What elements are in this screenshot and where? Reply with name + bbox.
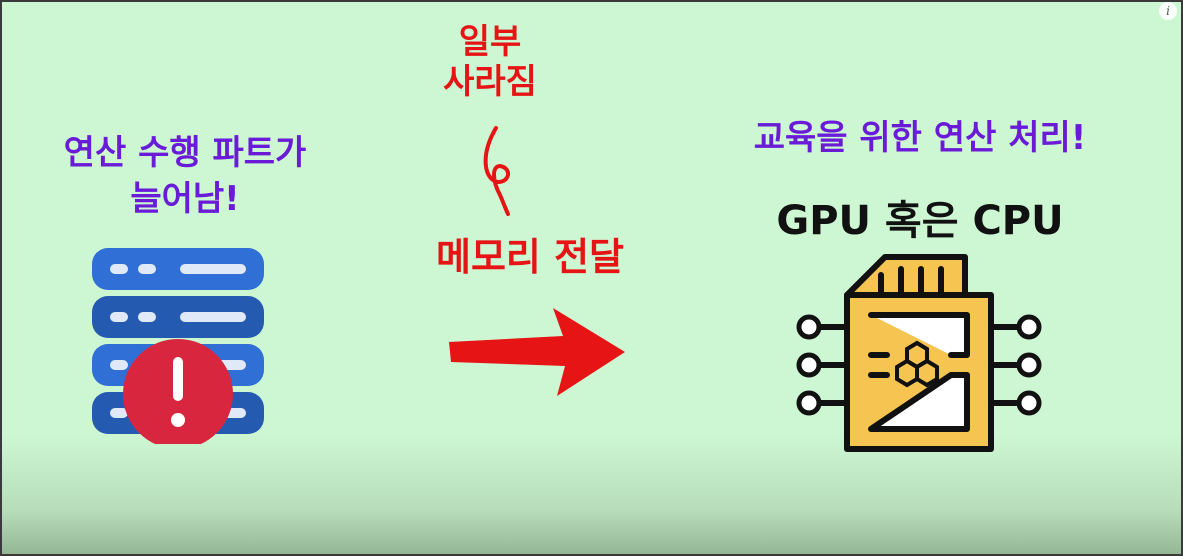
middle-note-line1: 일부 bbox=[458, 22, 522, 62]
middle-note-line2: 사라짐 bbox=[443, 62, 537, 102]
left-title-line1: 연산 수행 파트가 bbox=[63, 133, 307, 173]
left-title: 연산 수행 파트가 늘어남! bbox=[20, 130, 350, 222]
squiggle-mark bbox=[483, 126, 510, 216]
right-title: 교육을 위한 연산 처리! bbox=[753, 118, 1087, 158]
info-icon[interactable]: i bbox=[1159, 2, 1177, 20]
chip-icon bbox=[796, 254, 1042, 452]
memory-transfer-label: 메모리 전달 bbox=[435, 235, 625, 279]
server-warning-icon bbox=[92, 248, 264, 444]
right-subtitle: GPU 혹은 CPU bbox=[776, 198, 1064, 244]
middle-note: 일부 사라짐 bbox=[400, 22, 580, 102]
left-title-line2: 늘어남! bbox=[130, 179, 240, 219]
arrow-right-icon bbox=[449, 308, 625, 396]
